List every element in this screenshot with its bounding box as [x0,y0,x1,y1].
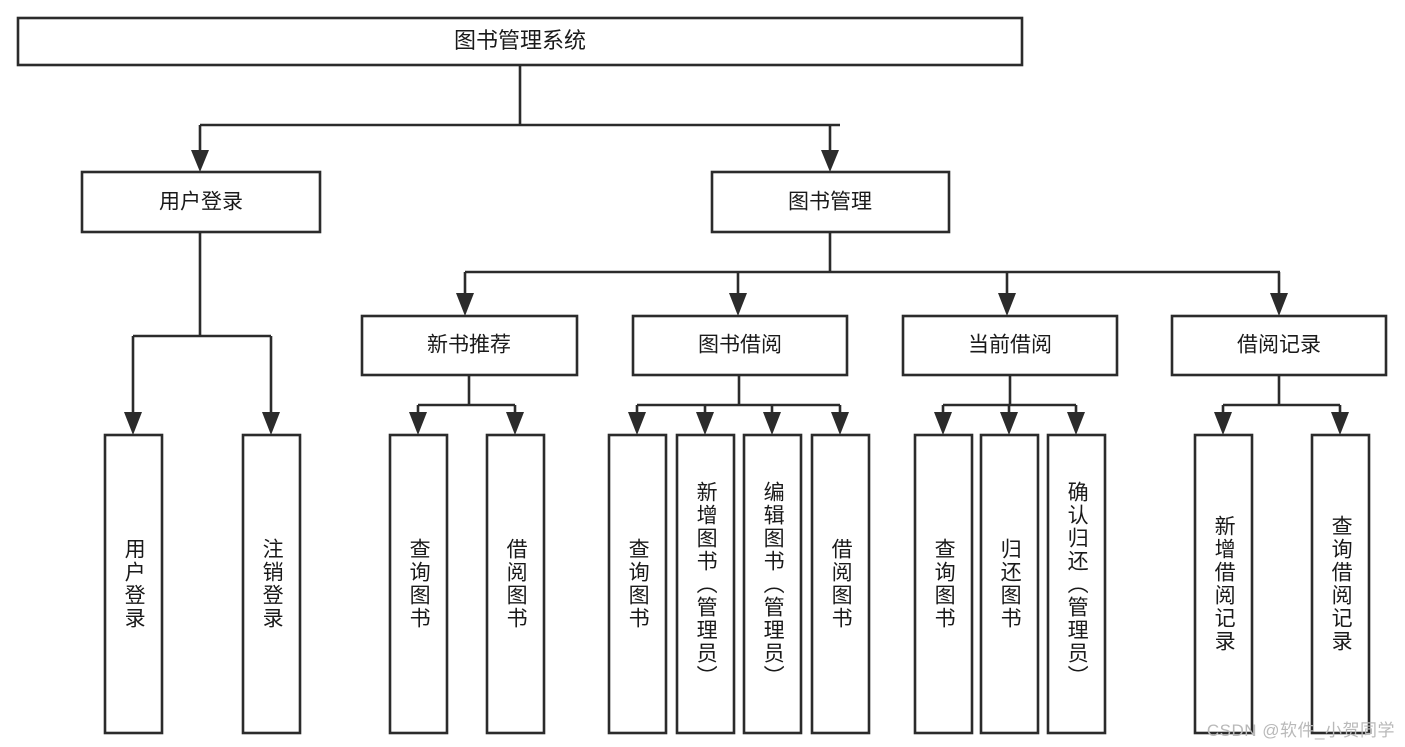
arrow-head-leaf-query-record [1331,412,1349,435]
arrow-head-user-login [191,150,209,172]
arrow-head-leaf-add-book [696,412,714,435]
node-leaf-user-login[interactable] [103,433,164,735]
arrow-head-leaf-borrow-book-1 [506,412,524,435]
node-borrow-record[interactable] [1170,314,1388,377]
node-current-borrow[interactable] [901,314,1119,377]
node-current-borrow-label: 当前借阅 [968,334,1052,357]
node-new-book-recommend[interactable] [360,314,579,377]
node-leaf-query-book-3[interactable] [913,433,974,735]
node-leaf-borrow-book-1[interactable] [485,433,546,735]
node-leaf-logout-login[interactable] [241,433,302,735]
arrow-head-leaf-borrow-book-2 [831,412,849,435]
node-book-manage-label: 图书管理 [788,191,872,214]
arrow-head-leaf-edit-book [763,412,781,435]
node-user-login-label: 用户登录 [159,191,243,214]
arrow-head-borrow-record [1270,293,1288,316]
arrow-head-leaf-user-login [124,412,142,435]
node-user-login[interactable] [80,170,322,234]
node-borrow-record-label: 借阅记录 [1237,334,1321,357]
watermark: CSDN @软件_小贺同学 [1206,721,1395,740]
node-leaf-edit-book[interactable] [742,433,803,735]
arrow-head-leaf-query-book-3 [934,412,952,435]
nodes: 图书管理系统 用户登录 图书管理 新书推荐 图书借阅 当前借阅 借阅记录 [16,16,1388,735]
node-leaf-return-book[interactable] [979,433,1040,735]
arrow-head-leaf-logout-login [262,412,280,435]
node-leaf-add-record[interactable] [1193,433,1254,735]
arrow-head-book-borrow [729,293,747,316]
arrow-head-leaf-confirm-return [1067,412,1085,435]
node-new-book-recommend-label: 新书推荐 [427,334,511,357]
arrow-head-leaf-query-book-1 [409,412,427,435]
arrow-head-leaf-query-book-2 [628,412,646,435]
arrow-head-new-book-recommend [456,293,474,316]
node-leaf-query-book-2[interactable] [607,433,668,735]
node-root-label: 图书管理系统 [454,28,586,53]
node-leaf-confirm-return[interactable] [1046,433,1107,735]
arrow-head-book-manage [821,150,839,172]
node-book-borrow[interactable] [631,314,849,377]
node-book-manage[interactable] [710,170,951,234]
node-leaf-query-book-1[interactable] [388,433,449,735]
node-leaf-query-record[interactable] [1310,433,1371,735]
node-book-borrow-label: 图书借阅 [698,334,782,357]
arrow-head-leaf-return-book [1000,412,1018,435]
arrow-head-leaf-add-record [1214,412,1232,435]
node-root[interactable] [16,16,1024,67]
node-leaf-add-book[interactable] [675,433,736,735]
node-leaf-borrow-book-2[interactable] [810,433,871,735]
arrow-head-current-borrow [998,293,1016,316]
connectors [124,65,1349,435]
